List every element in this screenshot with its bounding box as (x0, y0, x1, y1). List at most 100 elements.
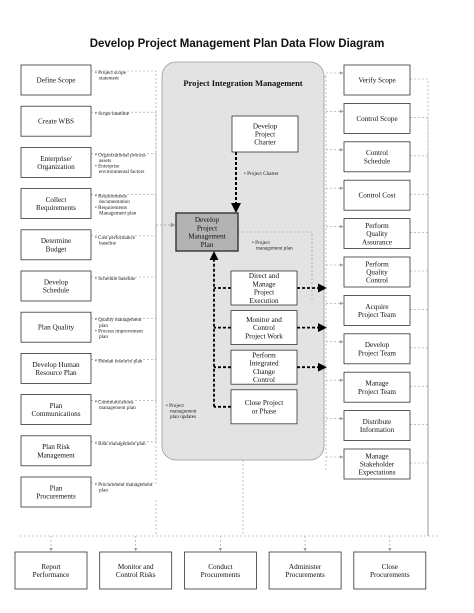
output-process-0-label: Verify Scope (358, 77, 395, 85)
input-process-1-label: Create WBS (38, 118, 74, 126)
feedback-flow-0 (410, 78, 429, 536)
input-process-4-shape (20, 229, 92, 261)
input-process-2-label: Enterprise/Organization (37, 155, 75, 171)
bottom-process-0-shape (14, 551, 88, 590)
input-process-0[interactable]: Define Scope (20, 64, 92, 96)
input-flow-1 (91, 111, 157, 225)
bottom-process-3-shape (268, 551, 342, 590)
output-process-6-shape (343, 294, 411, 326)
input-flow-9 (91, 225, 157, 443)
input-flow-8 (91, 225, 157, 401)
feedback-flow-2 (410, 155, 429, 536)
feedback-flow-1 (410, 117, 429, 536)
output-process-0[interactable]: Verify Scope (343, 64, 411, 96)
input-process-1[interactable]: Create WBS (20, 105, 92, 137)
input-process-2-shape (20, 146, 92, 178)
output-process-2-shape (343, 141, 411, 173)
output-process-4-shape (343, 218, 411, 250)
input-process-6[interactable]: Plan Quality (20, 311, 92, 343)
integration-process-1-shape (230, 310, 298, 346)
feedback-flow-4 (410, 232, 429, 536)
input-process-1-shape (20, 105, 92, 137)
input-process-6-label: Plan Quality (38, 324, 75, 332)
input-flow-3 (91, 194, 157, 225)
input-process-0-shape (20, 64, 92, 96)
bottom-process-1-shape (99, 551, 173, 590)
charter-output-note: • Project Charter (244, 171, 279, 177)
input-process-0-label: Define Scope (37, 77, 76, 85)
output-process-1-label: Control Scope (356, 115, 397, 123)
output-process-1-shape (343, 103, 411, 134)
input-process-8-shape (20, 394, 92, 426)
output-process-1[interactable]: Control Scope (343, 103, 411, 134)
input-flow-0 (91, 70, 157, 225)
output-process-3[interactable]: Control Cost (343, 179, 411, 211)
input-process-6-shape (20, 311, 92, 343)
input-flow-10 (91, 225, 157, 484)
central-process-shape (175, 212, 239, 252)
output-process-8-shape (343, 371, 411, 403)
integration-process-2-shape (230, 349, 298, 385)
output-process-10-shape (343, 448, 411, 480)
input-flow-5 (91, 225, 157, 278)
input-flow-2 (91, 153, 157, 225)
input-process-2[interactable]: Enterprise/Organization (20, 146, 92, 178)
input-note-1: • Scope baseline (95, 111, 130, 117)
output-process-9-shape (343, 410, 411, 442)
output-process-5-shape (343, 256, 411, 288)
input-process-10-shape (20, 476, 92, 508)
output-process-3-label: Control Cost (359, 192, 396, 200)
input-process-5-shape (20, 270, 92, 302)
bottom-process-2-shape (183, 551, 257, 590)
